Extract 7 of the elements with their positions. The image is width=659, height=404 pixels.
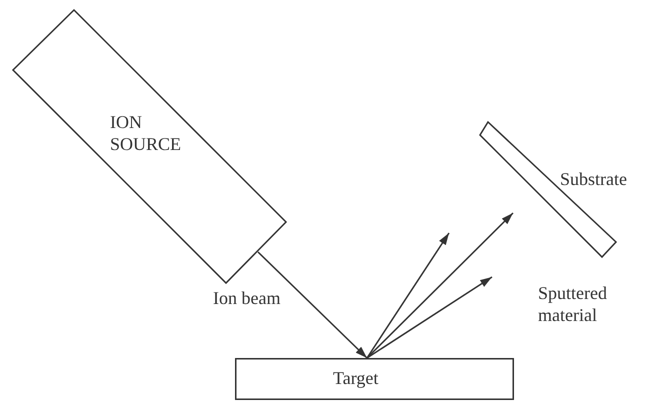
arrow: [366, 276, 492, 359]
substrate-label: Substrate: [560, 168, 627, 190]
arrow: [257, 251, 368, 359]
target-label: Target: [333, 367, 378, 389]
arrow: [366, 232, 450, 358]
ion-source-label: ION SOURCE: [110, 111, 182, 155]
arrow: [366, 212, 514, 359]
